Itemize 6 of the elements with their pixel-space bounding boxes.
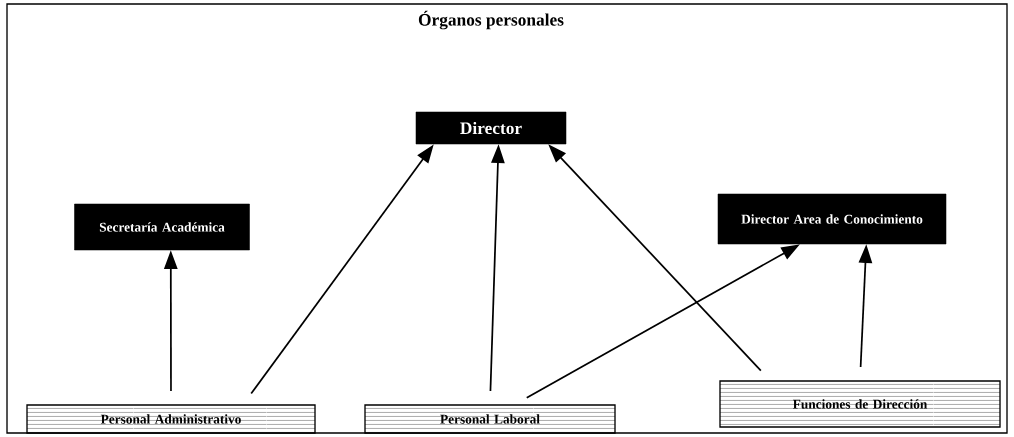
hatched-box: Personal Laboral xyxy=(364,404,616,434)
hatched-box: Personal Administrativo xyxy=(26,404,316,434)
title: Órganos personales xyxy=(418,10,564,30)
hatched-box: Funciones de Dirección xyxy=(719,380,1001,428)
name-box: Secretaría Académica xyxy=(74,203,250,251)
name-box: Director Area de Conocimiento xyxy=(717,193,947,245)
